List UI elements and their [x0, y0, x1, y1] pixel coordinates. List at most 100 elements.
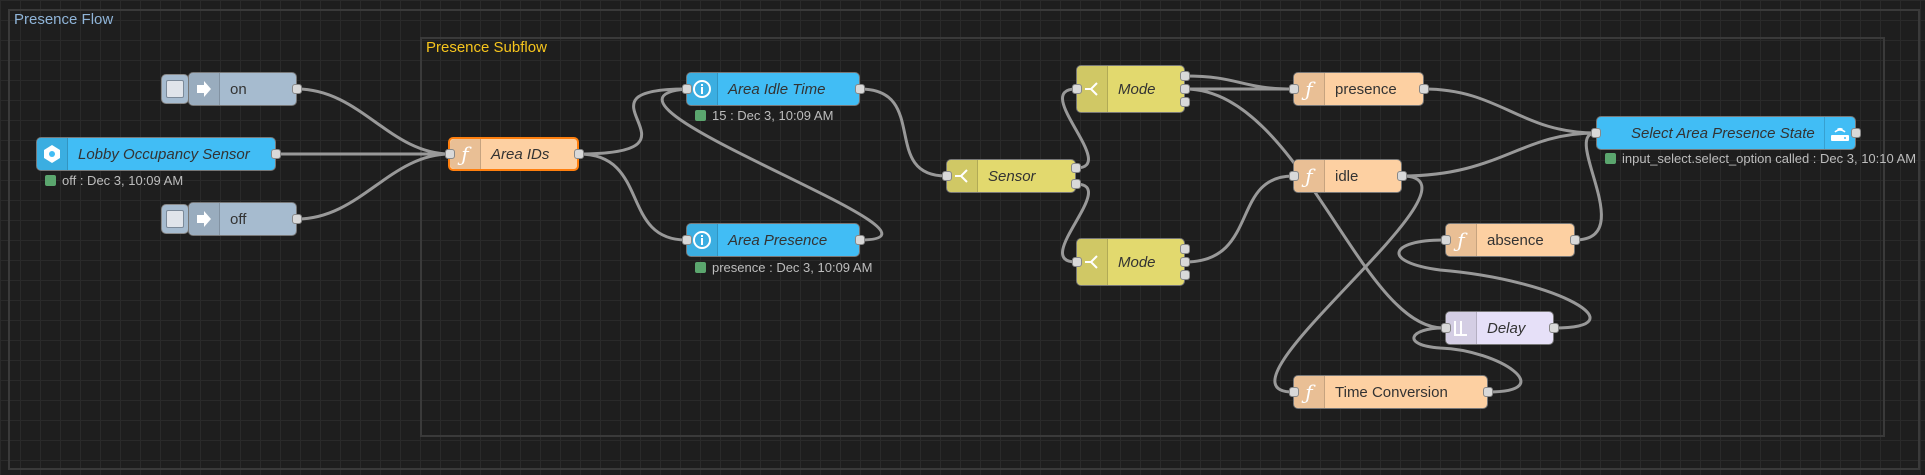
presence-input-port[interactable]	[1289, 84, 1299, 94]
mode-1-input-port[interactable]	[1072, 84, 1082, 94]
absence-output-port[interactable]	[1570, 235, 1580, 245]
mode-1-output-port-2[interactable]	[1180, 84, 1190, 94]
wire-mode2-to-idle	[1184, 174, 1294, 264]
wire-presence-to-select	[1423, 87, 1597, 135]
absence-input-port[interactable]	[1441, 235, 1451, 245]
mode-2-output-port-1[interactable]	[1180, 244, 1190, 254]
status-ok-icon	[695, 110, 706, 121]
function-icon: ƒ	[1294, 73, 1325, 105]
lobby-occupancy-sensor-node[interactable]: Lobby Occupancy Sensor	[36, 137, 276, 171]
time-conversion-input-port[interactable]	[1289, 387, 1299, 397]
wire-mode1-to-delay	[1184, 87, 1444, 330]
delay-input-port[interactable]	[1441, 323, 1451, 333]
mode-2-output-port-3[interactable]	[1180, 270, 1190, 280]
area-presence-status: presence : Dec 3, 10:09 AM	[695, 260, 872, 275]
select-area-output-port[interactable]	[1851, 128, 1861, 138]
delay-icon	[1446, 312, 1477, 344]
status-ok-icon	[45, 175, 56, 186]
mode-1-output-port-1[interactable]	[1180, 71, 1190, 81]
status-ok-icon	[1605, 153, 1616, 164]
mode-2-label: Mode	[1118, 253, 1156, 271]
presence-output-port[interactable]	[1419, 84, 1429, 94]
area-idle-input-port[interactable]	[682, 84, 692, 94]
time-conversion-function-node[interactable]: ƒ Time Conversion	[1293, 375, 1488, 409]
inject-off-trigger-button[interactable]	[161, 204, 189, 234]
wire-off-to-area-ids	[296, 152, 451, 221]
wire-area-ids-to-presence	[578, 152, 687, 242]
inject-on-output-port[interactable]	[292, 84, 302, 94]
select-area-status: input_select.select_option called : Dec …	[1605, 151, 1916, 166]
wire-sensor-to-mode2	[1061, 182, 1090, 264]
router-icon	[1824, 117, 1855, 149]
area-presence-output-port[interactable]	[855, 235, 865, 245]
select-area-input-port[interactable]	[1591, 128, 1601, 138]
area-presence-status-text: presence : Dec 3, 10:09 AM	[712, 260, 873, 275]
function-icon: ƒ	[1294, 376, 1325, 408]
wire-mode1-to-presence	[1184, 74, 1294, 91]
area-idle-output-port[interactable]	[855, 84, 865, 94]
area-idle-status-text: 15 : Dec 3, 10:09 AM	[712, 108, 834, 123]
area-ids-input-port[interactable]	[445, 149, 455, 159]
absence-function-node[interactable]: ƒ absence	[1445, 223, 1575, 257]
time-conversion-output-port[interactable]	[1483, 387, 1493, 397]
arrow-right-icon	[189, 73, 220, 105]
presence-subflow-group[interactable]	[420, 37, 1885, 437]
idle-output-port[interactable]	[1397, 171, 1407, 181]
info-icon	[687, 224, 718, 256]
presence-label: presence	[1335, 80, 1397, 98]
function-icon: ƒ	[1294, 160, 1325, 192]
mode-switch-node-1[interactable]: Mode	[1076, 65, 1185, 113]
inject-off-output-port[interactable]	[292, 214, 302, 224]
inject-on-trigger-button[interactable]	[161, 74, 189, 104]
delay-output-port[interactable]	[1549, 323, 1559, 333]
idle-input-port[interactable]	[1289, 171, 1299, 181]
area-presence-input-port[interactable]	[682, 235, 692, 245]
wire-area-ids-to-idle	[578, 87, 687, 156]
delay-label: Delay	[1487, 319, 1526, 337]
mode-1-label: Mode	[1118, 80, 1156, 98]
lobby-status-text: off : Dec 3, 10:09 AM	[62, 173, 184, 188]
status-ok-icon	[695, 262, 706, 273]
wire-idle-to-select	[1401, 131, 1597, 178]
select-area-presence-state-node[interactable]: Select Area Presence State	[1596, 116, 1856, 150]
area-presence-label: Area Presence	[728, 231, 828, 249]
sensor-output-port-2[interactable]	[1071, 179, 1081, 189]
presence-function-node[interactable]: ƒ presence	[1293, 72, 1424, 106]
inject-on-node[interactable]: on	[188, 72, 297, 106]
switch-icon	[1077, 239, 1108, 285]
sensor-output-port-1[interactable]	[1071, 163, 1081, 173]
select-area-presence-state-label: Select Area Presence State	[1631, 124, 1815, 142]
idle-label: idle	[1335, 167, 1359, 185]
area-idle-time-node[interactable]: Area Idle Time	[686, 72, 860, 106]
absence-label: absence	[1487, 231, 1544, 249]
home-assistant-icon	[37, 138, 68, 170]
inject-off-label: off	[230, 210, 247, 228]
idle-function-node[interactable]: ƒ idle	[1293, 159, 1402, 193]
sensor-input-port[interactable]	[942, 171, 952, 181]
delay-node[interactable]: Delay	[1445, 311, 1554, 345]
function-icon: ƒ	[1446, 224, 1477, 256]
sensor-switch-node[interactable]: Sensor	[946, 159, 1076, 193]
lobby-output-port[interactable]	[271, 149, 281, 159]
inject-off-node[interactable]: off	[188, 202, 297, 236]
mode-1-output-port-3[interactable]	[1180, 97, 1190, 107]
wire-on-to-area-ids	[296, 87, 451, 156]
switch-icon	[947, 160, 978, 192]
wire-delay-to-absence	[1397, 238, 1592, 330]
select-area-status-text: input_select.select_option called : Dec …	[1622, 151, 1917, 166]
mode-2-input-port[interactable]	[1072, 257, 1082, 267]
area-ids-output-port[interactable]	[574, 149, 584, 159]
area-ids-function-node[interactable]: ƒ Area IDs	[448, 137, 579, 171]
presence-flow-group[interactable]	[8, 9, 1920, 470]
mode-2-output-port-2[interactable]	[1180, 257, 1190, 267]
area-idle-time-label: Area Idle Time	[728, 80, 826, 98]
wire-absence-to-select	[1574, 131, 1603, 242]
area-presence-node[interactable]: Area Presence	[686, 223, 860, 257]
presence-flow-group-label: Presence Flow	[14, 11, 114, 28]
presence-subflow-group-label: Presence Subflow	[426, 39, 547, 56]
mode-switch-node-2[interactable]: Mode	[1076, 238, 1185, 286]
inject-on-label: on	[230, 80, 247, 98]
arrow-right-icon	[189, 203, 220, 235]
